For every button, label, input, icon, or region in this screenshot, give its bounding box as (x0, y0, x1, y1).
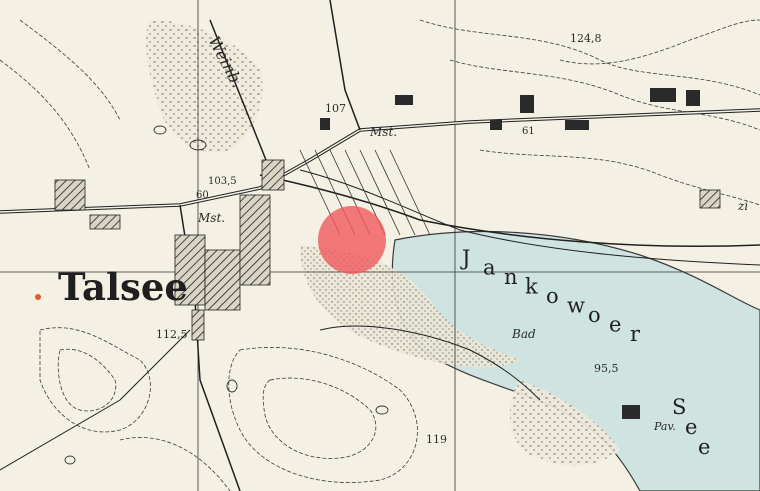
lake-name-2-letter-0: S (672, 395, 686, 419)
elevation-95: 95,5 (594, 362, 619, 375)
lake-name-letter-6: o (588, 303, 601, 327)
elevation-60: 60 (196, 190, 209, 201)
lake-name-letter-3: k (525, 275, 538, 299)
mst-label-left: Mst. (197, 211, 225, 225)
elevation-112: 112,5 (156, 328, 188, 341)
bad-label: Bad (511, 327, 536, 341)
lake-name-letter-1: a (483, 256, 496, 280)
pav-label: Pav. (653, 420, 676, 433)
marsh-area-shore (300, 245, 520, 368)
elevation-124: 124,8 (570, 32, 602, 45)
lake-name-letter-5: w (567, 294, 585, 318)
mst-label-top: Mst. (369, 125, 397, 139)
contour-lines (0, 19, 760, 491)
zi-label: zi (737, 199, 748, 213)
town-buildings (54, 159, 721, 341)
small-ponds (64, 125, 389, 465)
lake-name-letter-2: n (504, 265, 518, 289)
town-name-label: Talsee (58, 265, 188, 309)
location-marker[interactable] (318, 206, 386, 274)
lake-name-2-letter-1: e (685, 415, 697, 439)
marsh-area-north (145, 20, 263, 153)
lake-name-letter-4: o (546, 284, 559, 308)
elevation-103: 103,5 (208, 176, 237, 187)
lake-name-letter-7: e (609, 313, 621, 337)
point-marker (35, 294, 41, 300)
elevation-107: 107 (325, 102, 346, 115)
elevation-119: 119 (426, 433, 447, 446)
marsh-area-south (509, 380, 620, 466)
lake-name-2-letter-2: e (698, 435, 710, 459)
farm-buildings (320, 88, 700, 419)
lake-name-label-2: See (672, 395, 710, 459)
lake-name-letter-8: r (630, 322, 641, 346)
elevation-61: 61 (522, 126, 535, 137)
lake-name-letter-0: J (460, 246, 470, 270)
